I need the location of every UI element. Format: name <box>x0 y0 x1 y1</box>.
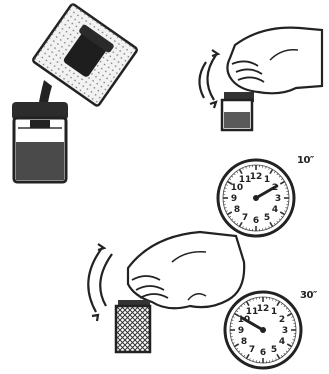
clock-numeral: 3 <box>282 326 288 336</box>
step-swirl-small-cup <box>199 28 322 130</box>
hand-icon-2 <box>128 232 244 308</box>
small-cup-icon <box>222 92 254 130</box>
clock-numeral: 1 <box>264 175 270 185</box>
clock-numeral: 6 <box>260 348 266 358</box>
clock-numeral: 8 <box>241 337 247 347</box>
clock-first-time-label: 10″ <box>297 155 314 166</box>
step-pour-packet <box>12 3 138 182</box>
container-icon <box>12 102 68 182</box>
clock-numeral: 5 <box>264 213 270 223</box>
clock-numeral: 7 <box>249 345 255 355</box>
clock-numeral: 4 <box>272 205 278 215</box>
clock-numeral: 12 <box>257 304 270 314</box>
clock-first: 123691245781011 <box>218 160 294 236</box>
clock-numeral: 9 <box>231 194 237 204</box>
clock-numeral: 3 <box>275 194 281 204</box>
mesh-cup-icon <box>116 300 150 352</box>
clock-second-time-label: 30″ <box>300 290 317 301</box>
clock-numeral: 2 <box>279 315 285 325</box>
clock-numeral: 6 <box>253 216 259 226</box>
clock-second: 123691245781011 <box>225 292 301 368</box>
clock-numeral: 9 <box>238 326 244 336</box>
clock-numeral: 1 <box>271 307 277 317</box>
step-swirl-mesh-cup <box>88 232 244 352</box>
clock-numeral: 7 <box>242 213 248 223</box>
swirl-arrow-icon-2 <box>88 244 112 321</box>
clock-numeral: 12 <box>250 172 263 182</box>
hand-icon <box>227 28 322 94</box>
clock-numeral: 4 <box>279 337 285 347</box>
clock-numeral: 11 <box>246 307 259 317</box>
clock-numeral: 5 <box>271 345 277 355</box>
swirl-arrow-icon <box>199 50 218 108</box>
clock-numeral: 8 <box>234 205 240 215</box>
clock-numeral: 11 <box>239 175 252 185</box>
